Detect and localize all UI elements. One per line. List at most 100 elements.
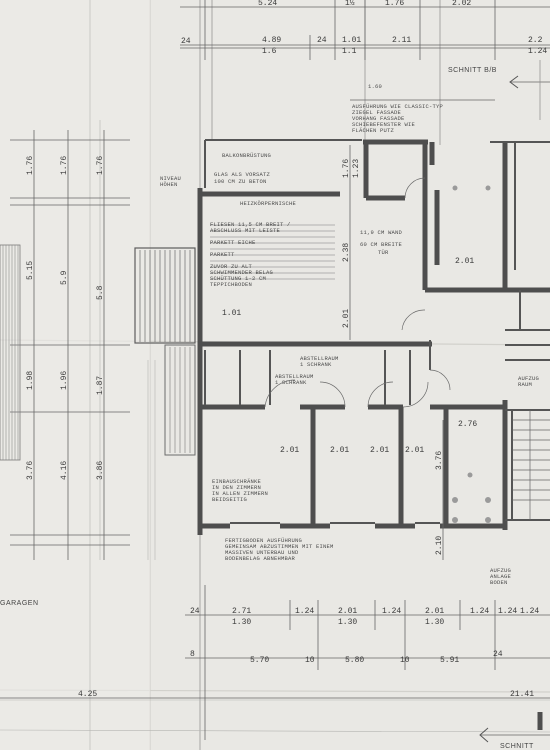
bottom-dim-17: 10 <box>400 656 410 665</box>
top-dim-8: 1.01 <box>342 36 361 45</box>
top-dimension-chain: 5.24 1½ 1.76 2.02 24 4.89 24 1.01 2.11 2… <box>180 0 550 60</box>
room-notes: BALKONBRÜSTUNG GLAS ALS VORSATZ 100 CM Z… <box>210 152 539 586</box>
strip-label-2: HÖHEN <box>160 181 178 188</box>
note-tr-5: FLÄCHEN PUTZ <box>352 127 395 134</box>
left-dim-1: 1.76 <box>26 156 35 175</box>
bottom-dim-20: 4.25 <box>78 690 97 699</box>
section-marker-top: SCHNITT B/B <box>448 60 550 120</box>
bottom-dim-11: 1.24 <box>498 607 517 616</box>
garagen-label: GARAGEN <box>0 600 39 607</box>
living-note-3: PARKETT EICHE <box>210 239 256 246</box>
balcony-note-3: 100 CM ZU BETON <box>214 178 267 185</box>
level-strip: NIVEAU HÖHEN <box>160 175 181 188</box>
right-mid-note-1: AUFZUG <box>518 375 539 382</box>
living-note-7: SCHÜTTUNG 1-2 CM <box>210 275 266 282</box>
top-dim-9: 2.11 <box>392 36 411 45</box>
right-low-note-3: BODEN <box>490 579 508 586</box>
bedroom-note-3: IN ALLEN ZIMMERN <box>212 490 268 497</box>
top-dim-5: 24 <box>181 37 191 46</box>
living-note-5: ZUVOR ZU ALT <box>210 263 253 270</box>
bottom-dim-6: 1.30 <box>338 618 357 627</box>
fixtures <box>452 185 491 523</box>
bottom-dim-19: 24 <box>493 650 503 659</box>
lower-dim-1: 3.76 <box>435 451 444 470</box>
top-dim-3: 1.76 <box>385 0 404 8</box>
kitchen-note-3: TÜR <box>378 249 389 256</box>
top-dim-1: 5.24 <box>258 0 277 8</box>
bottom-dim-12: 1.24 <box>520 607 539 616</box>
strip-label-1: NIVEAU <box>160 175 181 182</box>
hall-dim-3: 2.38 <box>342 243 351 262</box>
section-label-bottom: SCHNITT <box>500 743 534 750</box>
bath-note-1: ABSTELLRAUM <box>300 355 339 362</box>
living-note-2: ABSCHLUSS MIT LEISTE <box>210 227 281 234</box>
left-dimension-columns: 1.76 5.15 1.98 3.76 1.76 5.9 1.96 4.16 1… <box>10 130 130 560</box>
living-note-6: SCHWIMMENDER BELAG <box>210 269 273 276</box>
bottom-dim-18: 5.91 <box>440 656 459 665</box>
left-dim-10: 5.8 <box>96 285 105 300</box>
door-swings <box>264 177 451 408</box>
bottom-dim-4: 1.24 <box>295 607 314 616</box>
left-dim-3: 1.98 <box>26 371 35 390</box>
left-dim-9: 1.76 <box>96 156 105 175</box>
top-dim-7: 24 <box>317 36 327 45</box>
bottom-dimension-chain: 24 2.71 1.30 1.24 2.01 1.30 1.24 2.01 1.… <box>0 585 550 740</box>
left-dim-4: 3.76 <box>26 461 35 480</box>
section-marker-bottom: SCHNITT <box>479 712 550 750</box>
balcony-note-2: GLAS ALS VORSATZ <box>214 171 271 178</box>
top-dim-10: 2.2 <box>528 36 543 45</box>
top-dim-13: 1.24 <box>528 47 547 56</box>
top-dim-6: 4.89 <box>262 36 281 45</box>
balcony-hatch <box>134 247 196 560</box>
living-note-4: PARKETT <box>210 251 235 258</box>
left-dim-12: 3.86 <box>96 461 105 480</box>
bottom-dim-2: 2.71 <box>232 607 251 616</box>
room-dim-4: 2.01 <box>405 446 424 455</box>
lower-dim-2: 2.10 <box>435 536 444 555</box>
bedroom-note-2: IN DEN ZIMMERN <box>212 484 261 491</box>
bottom-dim-7: 1.24 <box>382 607 401 616</box>
left-dim-6: 5.9 <box>60 270 69 285</box>
right-low-note-2: ANLAGE <box>490 573 512 580</box>
ub-label: 1.60 <box>368 83 382 90</box>
section-label-top: SCHNITT B/B <box>448 67 497 74</box>
bottom-dim-14: 5.70 <box>250 656 269 665</box>
wc-note-1: ABSTELLRAUM <box>275 373 314 380</box>
living-note-1: FLIESEN 11,5 CM BREIT / <box>210 221 291 228</box>
hall-dim-2: 1.23 <box>352 159 361 178</box>
left-dim-5: 1.76 <box>60 156 69 175</box>
balcony-note-1: BALKONBRÜSTUNG <box>222 152 271 159</box>
hall-dim-4: 2.01 <box>342 309 351 328</box>
bottom-dim-3: 1.30 <box>232 618 251 627</box>
note-tr-1: AUSFÜHRUNG WIE CLASSIC-TYP <box>352 103 443 110</box>
living-note-8: TEPPICHBODEN <box>210 281 252 288</box>
bedroom-note-4: BEIDSEITIG <box>212 496 247 503</box>
right-mid-note-2: RAUM <box>518 381 532 388</box>
room-dim-3: 2.01 <box>370 446 389 455</box>
plan-walls <box>197 139 550 535</box>
heizung-note: HEIZKÖRPERNISCHE <box>240 200 297 207</box>
left-dim-7: 1.96 <box>60 371 69 390</box>
bottom-dim-13: 8 <box>190 650 195 659</box>
note-tr-2: ZIEGEL FASSADE <box>352 109 402 116</box>
floor-hatch <box>210 224 335 280</box>
stair-hatch <box>512 410 550 520</box>
left-dim-8: 4.16 <box>60 461 69 480</box>
bottom-note-3: MASSIVEN UNTERBAU UND <box>225 549 299 556</box>
bottom-dim-10: 1.24 <box>470 607 489 616</box>
top-dim-2: 1½ <box>345 0 355 8</box>
bottom-dim-21: 21.41 <box>510 690 534 699</box>
room-dim-5: 1.01 <box>222 309 241 318</box>
room-dim-7: 2.76 <box>458 420 477 429</box>
bath-note-2: 1 SCHRANK <box>300 361 332 368</box>
bottom-dim-5: 2.01 <box>338 607 357 616</box>
bottom-dim-15: 10 <box>305 656 315 665</box>
hall-dimensions: 1.76 1.23 2.38 2.01 3.76 2.10 <box>342 145 444 560</box>
left-dim-11: 1.87 <box>96 376 105 395</box>
bottom-dim-8: 2.01 <box>425 607 444 616</box>
room-dim-1: 2.01 <box>280 446 299 455</box>
hall-dim-1: 1.76 <box>342 159 351 178</box>
bottom-note-4: BODENBELAG ABNEHMBAR <box>225 555 296 562</box>
room-dim-2: 2.01 <box>330 446 349 455</box>
